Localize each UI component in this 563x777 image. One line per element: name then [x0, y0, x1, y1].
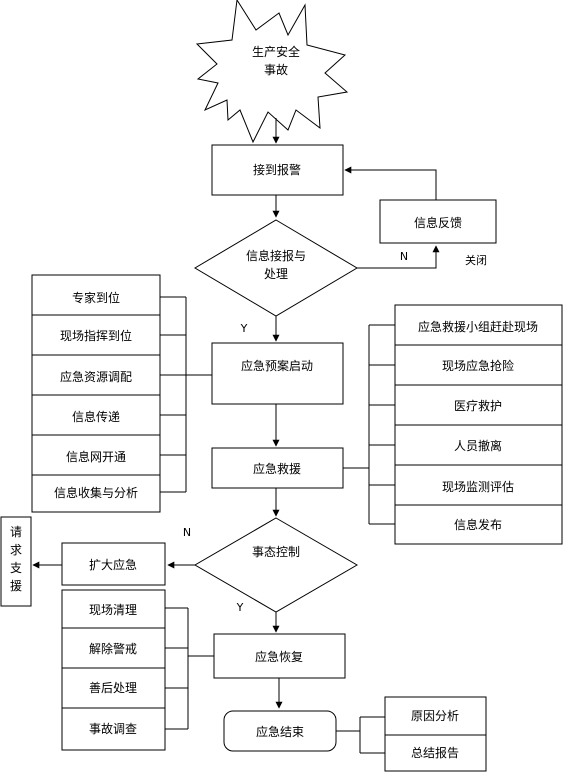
- rg1-label-2: 医疗救护: [454, 398, 502, 413]
- lg2-box-0: [61, 589, 166, 629]
- expand-box: [61, 542, 166, 586]
- lg2-box-1: [61, 627, 166, 669]
- lg2-label-0: 现场清理: [89, 603, 137, 617]
- lg1-label-0: 专家到位: [72, 290, 120, 305]
- expand-label: 扩大应急: [89, 557, 137, 572]
- lg1-label-3: 信息传递: [72, 409, 120, 424]
- lg1-label-5: 信息收集与分析: [54, 485, 138, 500]
- lg1-label-2: 应急资源调配: [60, 369, 132, 384]
- rg1-label-4: 现场监测评估: [442, 480, 514, 494]
- rg2-label-1: 总结报告: [411, 745, 459, 760]
- end-label: 应急结束: [256, 724, 304, 739]
- rescue-box: [211, 447, 344, 489]
- left-group-1: 专家到位 现场指挥到位 应急资源调配 信息传递 信息网开通 信息收集与分析: [31, 274, 212, 513]
- rg1-box-1: [394, 344, 563, 386]
- rg1-label-5: 信息发布: [454, 517, 502, 532]
- y-label-2: Y: [236, 601, 244, 614]
- n-label-1: N: [400, 250, 408, 263]
- rg1-box-4: [394, 464, 563, 506]
- lg1-box-5: [31, 474, 161, 513]
- rg1-label-1: 现场应急抢险: [442, 358, 514, 373]
- left-group-2: 现场清理 解除警戒 善后处理 事故调查: [61, 589, 214, 751]
- request-support-box: [0, 516, 32, 607]
- request-support-char-1: 求: [10, 543, 22, 557]
- lg2-label-1: 解除警戒: [89, 641, 137, 656]
- rg1-box-5: [394, 504, 563, 545]
- lg1-label-4: 信息网开通: [66, 449, 126, 464]
- arrow-feedback-to-alarm: [344, 166, 437, 200]
- lg1-label-1: 现场指挥到位: [60, 328, 132, 343]
- right-group-1: 应急救援小组赶赴现场 现场应急抢险 医疗救护 人员撤离 现场监测评估 信息发布: [343, 304, 563, 545]
- rg1-label-0: 应急救援小组赶赴现场: [418, 319, 538, 334]
- rg2-label-0: 原因分析: [411, 709, 459, 723]
- rg1-label-3: 人员撤离: [454, 438, 502, 453]
- receive-alarm-label: 接到报警: [253, 162, 301, 177]
- recovery-box: [213, 633, 346, 679]
- lg1-box-3: [31, 394, 161, 436]
- plan-start-label: 应急预案启动: [241, 358, 313, 373]
- request-support-char-0: 请: [10, 525, 22, 539]
- info-feedback-label: 信息反馈: [414, 215, 462, 230]
- recovery-label: 应急恢复: [255, 649, 303, 664]
- y-label-1: Y: [240, 322, 248, 335]
- event-control-diamond: [194, 517, 358, 613]
- lg1-box-0: [31, 274, 161, 316]
- event-control-label: 事态控制: [252, 545, 300, 559]
- receive-alarm-box: [211, 144, 344, 196]
- start-label-line1: 生产安全: [252, 44, 300, 59]
- info-receive-line2: 处理: [264, 267, 288, 281]
- info-receive-line1: 信息接报与: [246, 248, 306, 263]
- close-label: 关闭: [465, 253, 487, 267]
- rg1-box-2: [394, 384, 563, 426]
- rg1-box-3: [394, 424, 563, 466]
- start-star-shape: [195, 0, 349, 144]
- plan-start-box: [211, 342, 344, 405]
- lg2-label-2: 善后处理: [89, 680, 137, 695]
- arrow-info-to-feedback: [357, 245, 440, 269]
- request-support-char-2: 支: [10, 561, 22, 575]
- n-label-2: N: [183, 526, 191, 539]
- rg2-box-1: [384, 734, 487, 772]
- rescue-label: 应急救援: [253, 461, 301, 476]
- lg2-label-3: 事故调查: [89, 721, 137, 736]
- info-feedback-box: [379, 199, 497, 244]
- start-label-line2: 事故: [264, 62, 288, 77]
- lg1-box-4: [31, 434, 161, 476]
- right-group-2: 原因分析 总结报告: [336, 696, 487, 772]
- request-support-char-3: 援: [10, 579, 22, 593]
